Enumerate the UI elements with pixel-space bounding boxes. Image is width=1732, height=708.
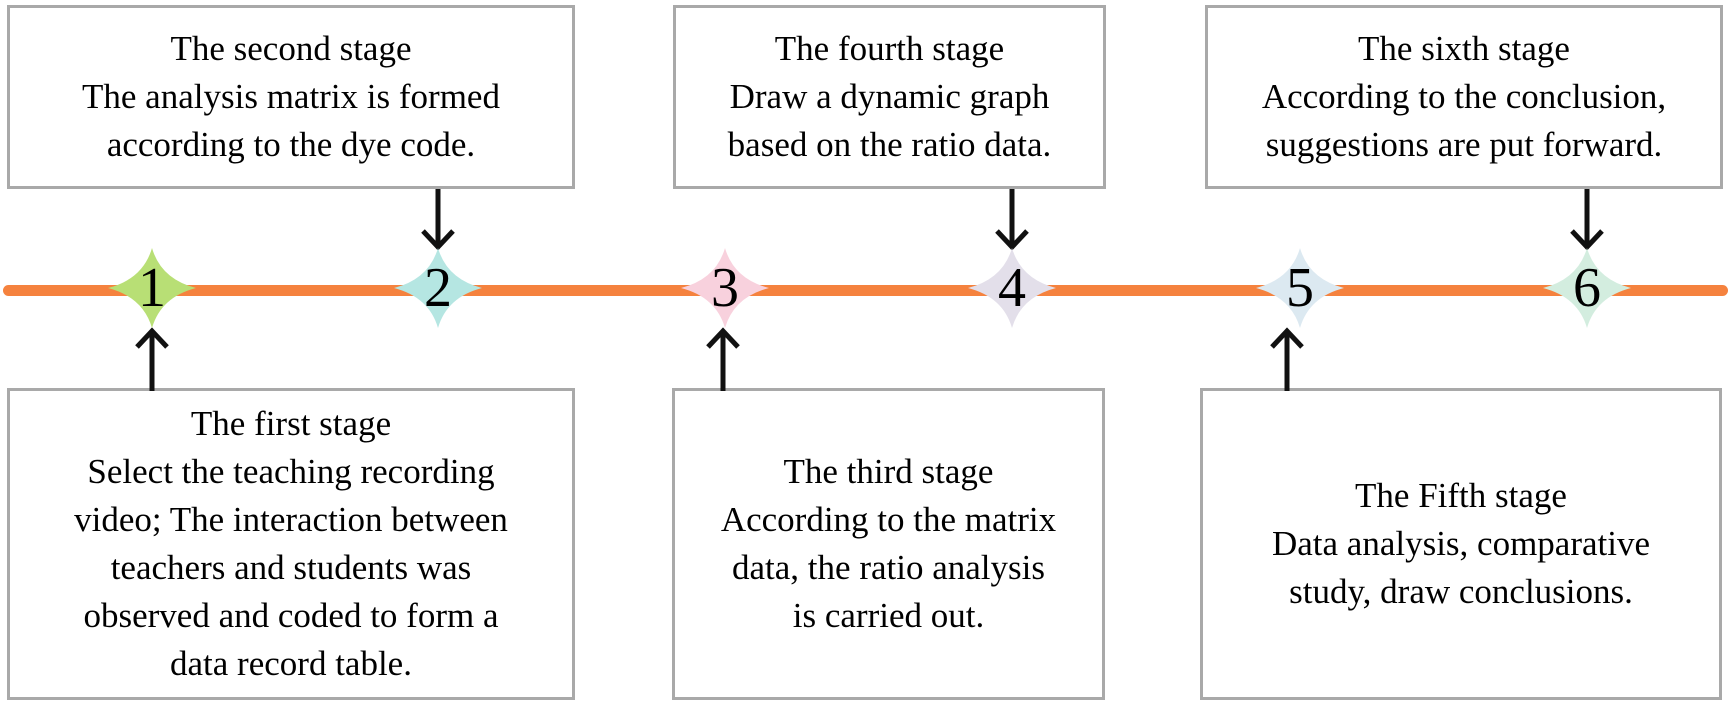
stage-number: 3 — [711, 257, 739, 319]
stage-box-3: The third stage According to the matrix … — [672, 388, 1105, 700]
stage-box-4: The fourth stage Draw a dynamic graph ba… — [673, 5, 1106, 189]
four-point-star-icon — [394, 248, 482, 328]
timeline-line — [3, 285, 1728, 296]
stage-5-text: The Fifth stage Data analysis, comparati… — [1271, 476, 1651, 611]
stage-marker-4: 4 — [968, 248, 1056, 328]
stage-marker-2: 2 — [394, 248, 482, 328]
arrow-down-icon — [1570, 189, 1604, 251]
arrow-up-icon — [1270, 327, 1304, 391]
stage-number: 4 — [998, 257, 1026, 319]
stage-marker-6: 6 — [1543, 248, 1631, 328]
stage-box-5: The Fifth stage Data analysis, comparati… — [1200, 388, 1722, 700]
stage-2-text: The second stage The analysis matrix is … — [82, 29, 500, 164]
stage-box-6: The sixth stage According to the conclus… — [1205, 5, 1723, 189]
four-point-star-icon — [1256, 248, 1344, 328]
arrow-up-icon — [135, 327, 169, 391]
stage-number: 6 — [1573, 257, 1601, 319]
stage-box-2: The second stage The analysis matrix is … — [7, 5, 575, 189]
stage-number: 1 — [138, 257, 166, 319]
arrow-down-icon — [421, 189, 455, 251]
stage-marker-3: 3 — [681, 248, 769, 328]
stage-number: 2 — [424, 257, 452, 319]
arrow-down-icon — [995, 189, 1029, 251]
stage-6-text: The sixth stage According to the conclus… — [1261, 29, 1667, 164]
four-point-star-icon — [1543, 248, 1631, 328]
four-point-star-icon — [681, 248, 769, 328]
stage-box-1: The first stage Select the teaching reco… — [7, 388, 575, 700]
stage-marker-1: 1 — [108, 248, 196, 328]
four-point-star-icon — [108, 248, 196, 328]
stage-3-text: The third stage According to the matrix … — [720, 452, 1057, 635]
four-point-star-icon — [968, 248, 1056, 328]
stage-marker-5: 5 — [1256, 248, 1344, 328]
stage-1-text: The first stage Select the teaching reco… — [74, 404, 508, 683]
stage-4-text: The fourth stage Draw a dynamic graph ba… — [727, 29, 1052, 164]
stage-number: 5 — [1286, 257, 1314, 319]
arrow-up-icon — [706, 327, 740, 391]
